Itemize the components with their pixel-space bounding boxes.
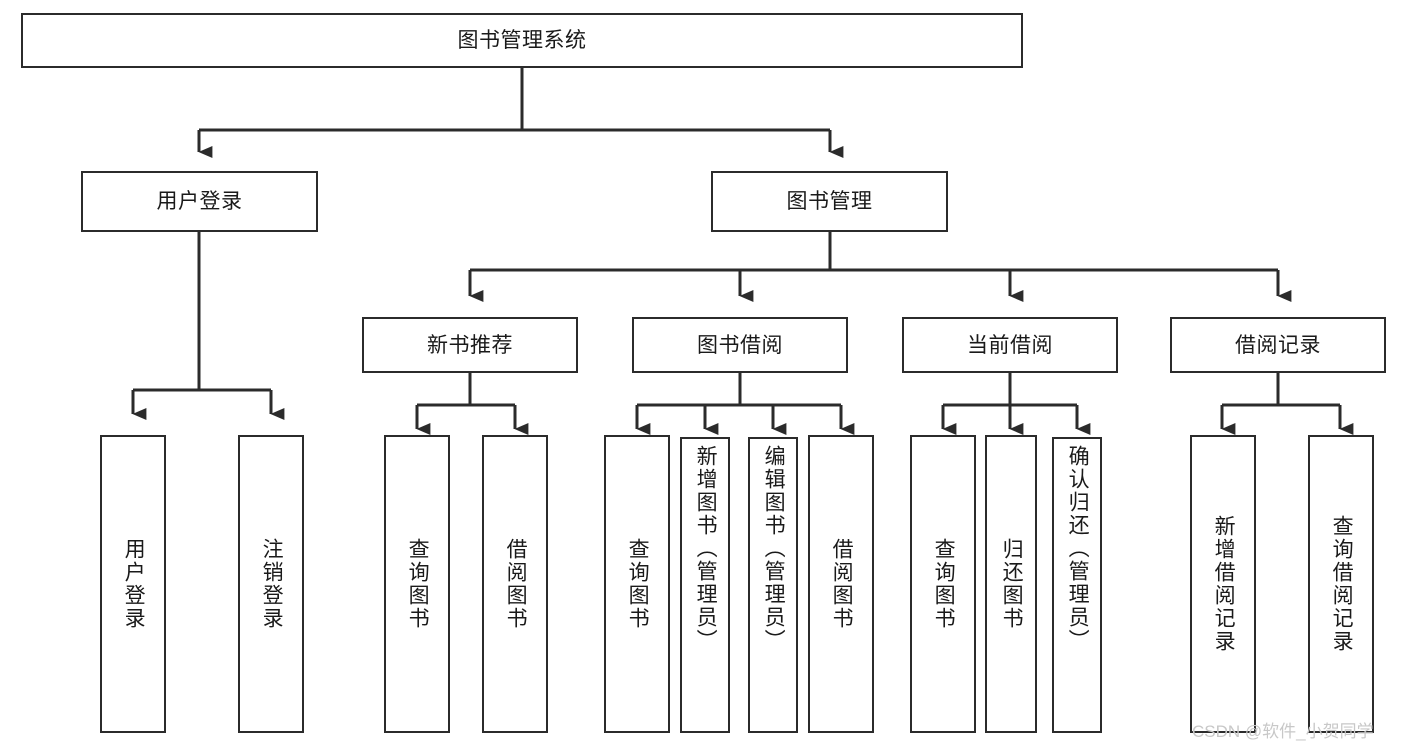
node-book-management-label: 图书管理 xyxy=(786,190,873,213)
leaf-add-book-label: 新增图书（管理员） xyxy=(694,445,718,652)
node-book-management[interactable]: 图书管理 xyxy=(711,171,948,232)
node-current-borrow[interactable]: 当前借阅 xyxy=(902,317,1118,373)
leaf-user-login[interactable]: 用户登录 xyxy=(100,435,166,733)
leaf-add-record-label: 新增借阅记录 xyxy=(1212,515,1236,653)
node-current-borrow-label: 当前借阅 xyxy=(967,333,1053,357)
leaf-borrow-book-1[interactable]: 借阅图书 xyxy=(482,435,548,733)
leaf-borrow-book-2-label: 借阅图书 xyxy=(830,538,854,630)
node-borrow-record[interactable]: 借阅记录 xyxy=(1170,317,1386,373)
leaf-query-book-3-label: 查询图书 xyxy=(932,538,956,630)
node-user-login[interactable]: 用户登录 xyxy=(81,171,318,232)
leaf-return-book[interactable]: 归还图书 xyxy=(985,435,1037,733)
leaf-edit-book-label: 编辑图书（管理员） xyxy=(762,445,786,652)
leaf-confirm-return[interactable]: 确认归还（管理员） xyxy=(1052,437,1102,733)
leaf-edit-book[interactable]: 编辑图书（管理员） xyxy=(748,437,798,733)
leaf-return-book-label: 归还图书 xyxy=(1000,538,1024,630)
csdn-watermark: CSDN @软件_小贺同学 xyxy=(1192,722,1374,741)
node-new-book-recommend-label: 新书推荐 xyxy=(427,333,513,357)
leaf-query-book-2-label: 查询图书 xyxy=(626,538,650,630)
leaf-logout-login-label: 注销登录 xyxy=(260,538,284,630)
node-new-book-recommend[interactable]: 新书推荐 xyxy=(362,317,578,373)
leaf-user-login-label: 用户登录 xyxy=(122,538,146,630)
node-root-label: 图书管理系统 xyxy=(457,29,587,52)
node-user-login-label: 用户登录 xyxy=(156,190,243,213)
node-book-borrow[interactable]: 图书借阅 xyxy=(632,317,848,373)
leaf-query-record[interactable]: 查询借阅记录 xyxy=(1308,435,1374,733)
leaf-add-book[interactable]: 新增图书（管理员） xyxy=(680,437,730,733)
leaf-query-book-2[interactable]: 查询图书 xyxy=(604,435,670,733)
node-borrow-record-label: 借阅记录 xyxy=(1235,333,1321,357)
leaf-borrow-book-1-label: 借阅图书 xyxy=(504,538,528,630)
node-root[interactable]: 图书管理系统 xyxy=(21,13,1023,68)
leaf-query-book-1[interactable]: 查询图书 xyxy=(384,435,450,733)
leaf-query-book-3[interactable]: 查询图书 xyxy=(910,435,976,733)
leaf-logout-login[interactable]: 注销登录 xyxy=(238,435,304,733)
leaf-add-record[interactable]: 新增借阅记录 xyxy=(1190,435,1256,733)
leaf-query-record-label: 查询借阅记录 xyxy=(1330,515,1354,653)
leaf-query-book-1-label: 查询图书 xyxy=(406,538,430,630)
leaf-borrow-book-2[interactable]: 借阅图书 xyxy=(808,435,874,733)
leaf-confirm-return-label: 确认归还（管理员） xyxy=(1066,445,1090,652)
node-book-borrow-label: 图书借阅 xyxy=(697,333,783,357)
